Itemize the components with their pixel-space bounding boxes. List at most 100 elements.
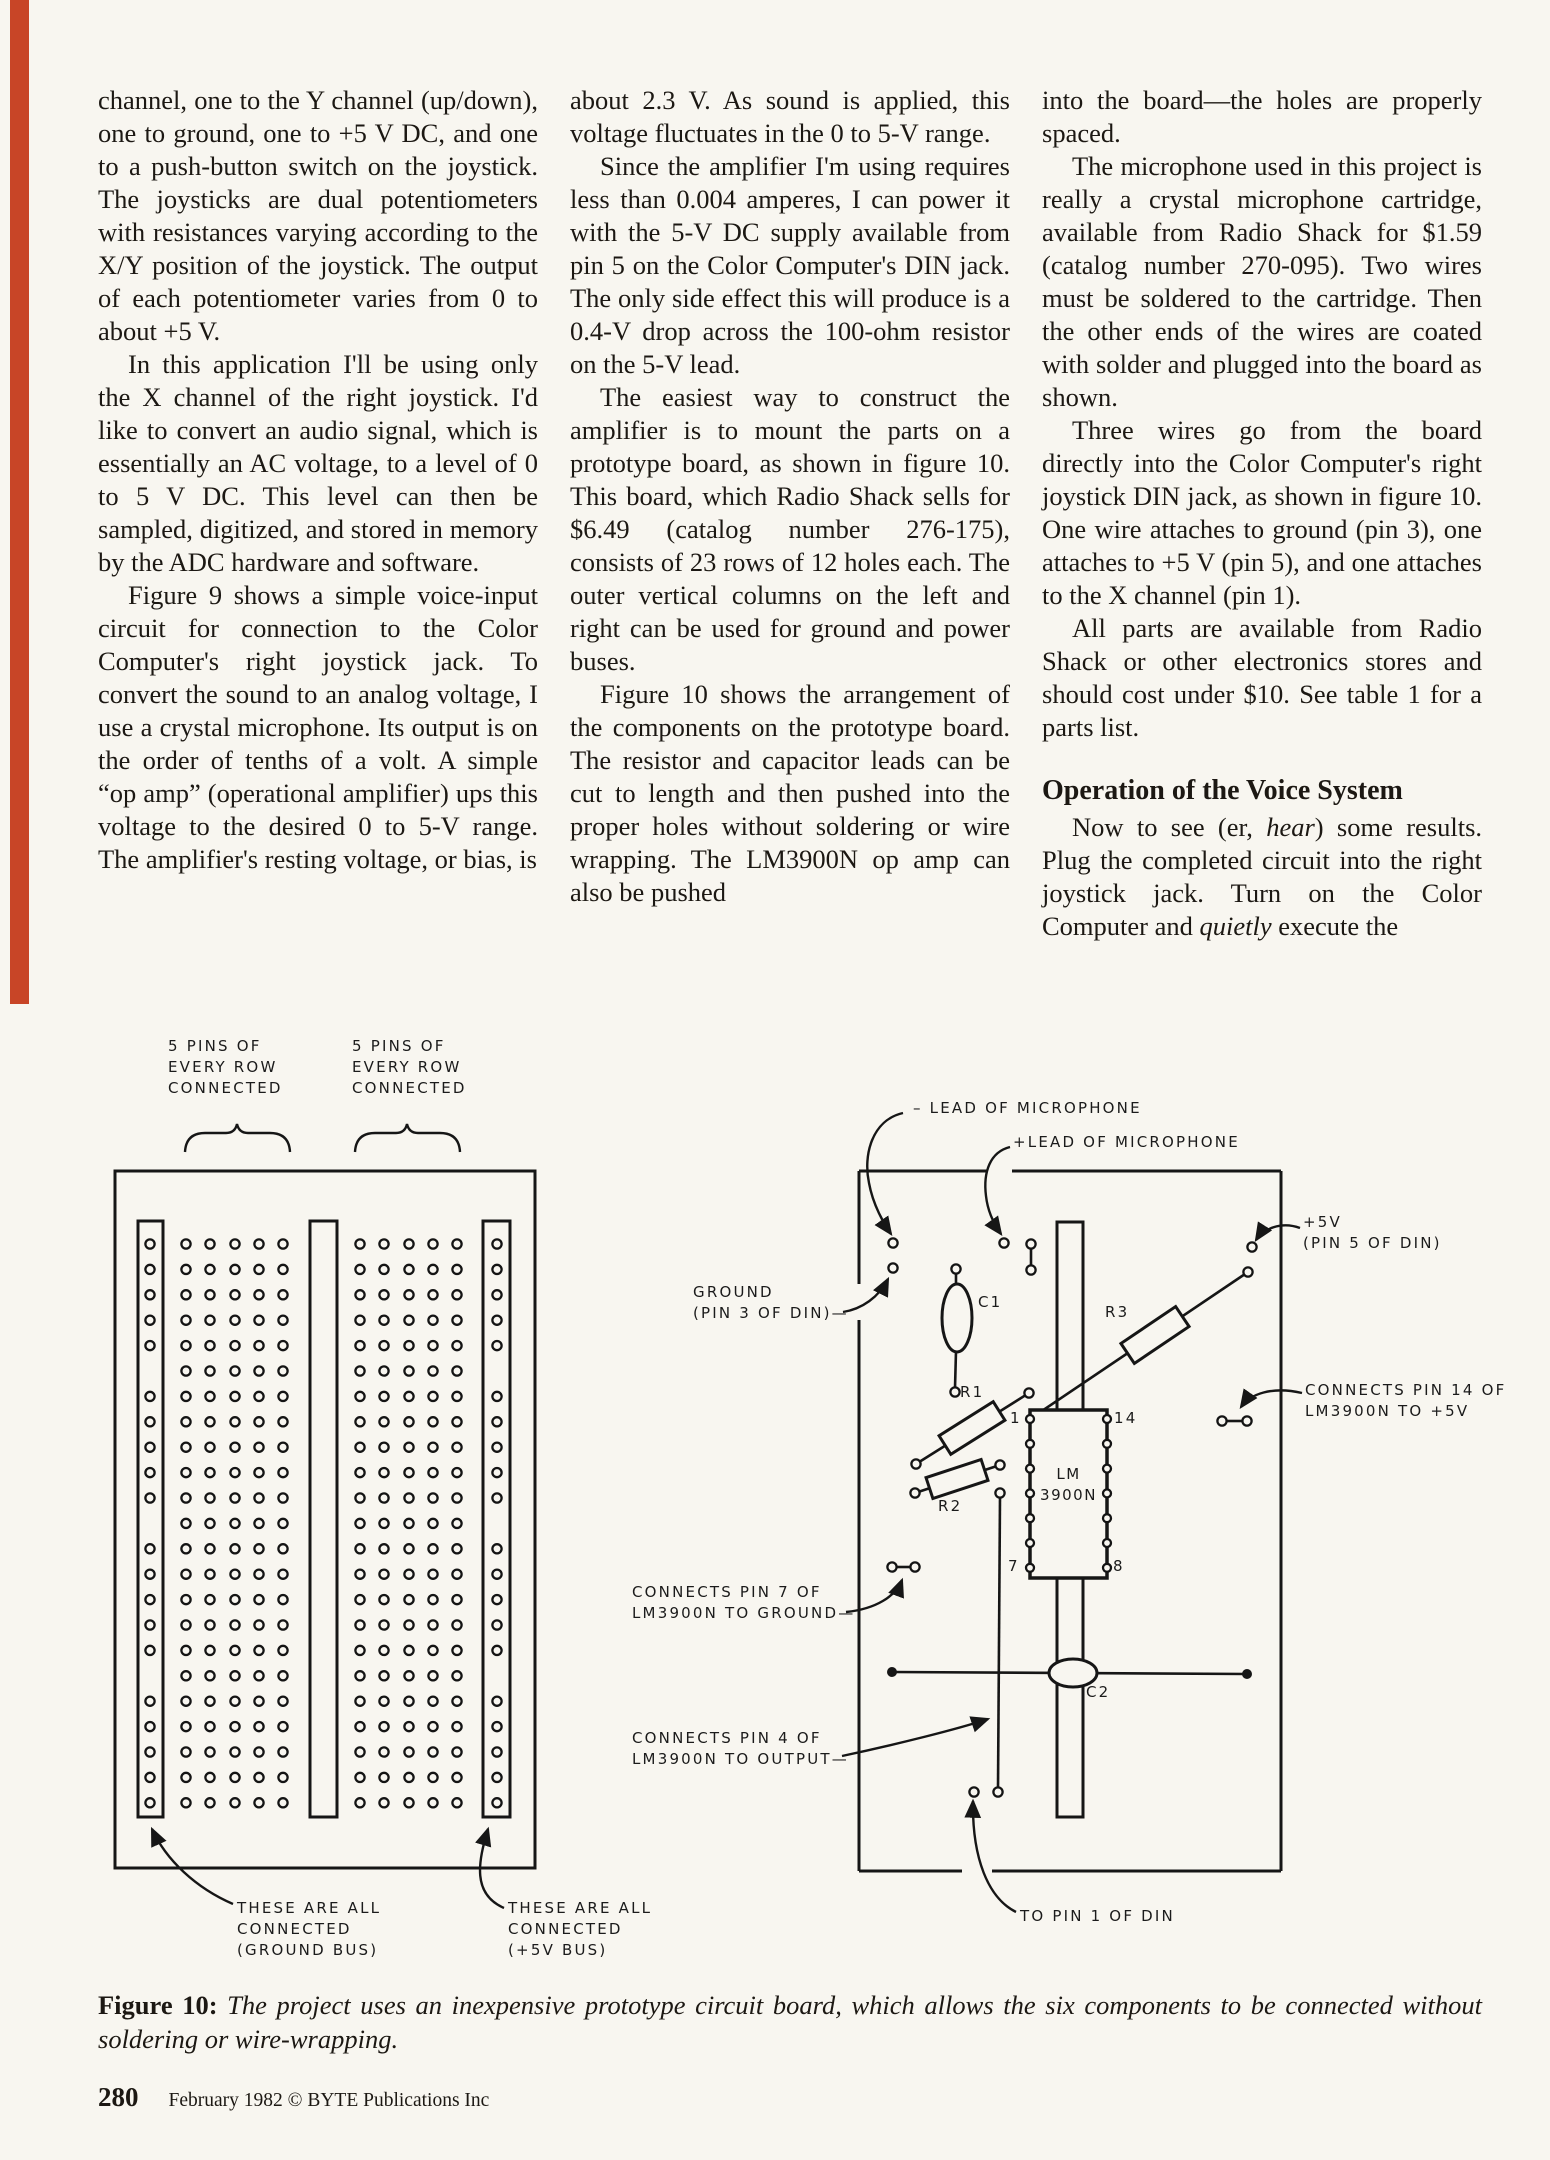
label-connects-pin14: CONNECTS PIN 14 OF LM3900N TO +5V	[1305, 1381, 1507, 1420]
hole	[144, 1263, 156, 1276]
hole	[277, 1543, 289, 1555]
hole	[354, 1492, 366, 1504]
article-body: channel, one to the Y channel (up/down),…	[98, 84, 1482, 943]
hole	[451, 1771, 463, 1784]
resistor-r1	[936, 1399, 1008, 1457]
hole	[229, 1314, 241, 1326]
hole	[491, 1314, 503, 1326]
hole	[277, 1644, 289, 1657]
hole	[451, 1339, 463, 1352]
hole	[451, 1746, 463, 1758]
hole	[1024, 1413, 1036, 1425]
hole	[451, 1314, 463, 1326]
hole	[378, 1746, 390, 1758]
hole	[204, 1720, 216, 1733]
hole	[886, 1561, 898, 1573]
hole	[354, 1466, 366, 1479]
hole	[427, 1797, 439, 1809]
hole	[378, 1517, 390, 1530]
hole	[229, 1517, 241, 1530]
hole	[229, 1670, 241, 1682]
hole	[403, 1517, 415, 1530]
hole	[1024, 1438, 1036, 1449]
label-c1: C1	[978, 1293, 1003, 1311]
hole	[354, 1263, 366, 1276]
hole	[378, 1543, 390, 1555]
hole	[277, 1492, 289, 1504]
hole	[354, 1339, 366, 1352]
hole	[229, 1746, 241, 1758]
hole	[950, 1263, 962, 1275]
hole	[180, 1543, 192, 1555]
paragraph: channel, one to the Y channel (up/down),…	[98, 85, 538, 346]
hole	[253, 1568, 265, 1580]
hole	[180, 1720, 192, 1733]
circuit-board-outline	[857, 1169, 1283, 1873]
hole	[144, 1492, 156, 1504]
hole	[451, 1720, 463, 1733]
hole	[253, 1263, 265, 1276]
hole	[354, 1365, 366, 1377]
hole	[451, 1568, 463, 1580]
hole	[427, 1644, 439, 1657]
hole	[491, 1416, 503, 1428]
label-plus-lead: +LEAD OF MICROPHONE	[1013, 1133, 1240, 1151]
hole	[204, 1416, 216, 1428]
hole	[427, 1238, 439, 1250]
hole	[994, 1459, 1006, 1471]
hole	[204, 1517, 216, 1530]
hole	[204, 1441, 216, 1453]
hole	[451, 1695, 463, 1707]
hole	[1024, 1562, 1036, 1573]
hole	[1101, 1537, 1113, 1549]
hole	[427, 1365, 439, 1377]
paragraph: into the board—the holes are properly sp…	[1042, 85, 1482, 148]
hole	[909, 1561, 921, 1573]
hole	[378, 1593, 390, 1606]
hole	[144, 1466, 156, 1479]
label-ground-bus: THESE ARE ALL CONNECTED (GROUND BUS)	[237, 1899, 382, 1959]
hole	[491, 1593, 503, 1606]
hole	[491, 1543, 503, 1555]
hole	[277, 1238, 289, 1250]
hole	[491, 1720, 503, 1733]
paragraph: about 2.3 V. As sound is applied, this v…	[570, 85, 1010, 148]
hole	[378, 1263, 390, 1276]
hole	[354, 1441, 366, 1453]
hole	[253, 1593, 265, 1606]
hole	[180, 1619, 192, 1631]
hole	[204, 1619, 216, 1631]
hole	[451, 1517, 463, 1530]
label-ic-pin8: 8	[1113, 1557, 1125, 1575]
hole	[180, 1797, 192, 1809]
page-edge-color-bar	[10, 0, 29, 1004]
hole	[229, 1797, 241, 1809]
hole	[253, 1771, 265, 1784]
paragraph: Three wires go from the board directly i…	[1042, 415, 1482, 610]
hole	[403, 1339, 415, 1352]
hole	[253, 1365, 265, 1377]
paragraph: Figure 9 shows a simple voice-input circ…	[98, 580, 538, 874]
hole	[354, 1416, 366, 1428]
hole	[204, 1314, 216, 1326]
hole	[378, 1492, 390, 1504]
hole	[491, 1339, 503, 1352]
hole	[277, 1771, 289, 1784]
hole	[427, 1466, 439, 1479]
label-plus5-pin5: +5V (PIN 5 OF DIN)	[1303, 1213, 1442, 1252]
hole	[180, 1289, 192, 1301]
hole	[277, 1289, 289, 1301]
hole	[144, 1644, 156, 1657]
hole	[277, 1339, 289, 1352]
hole	[427, 1492, 439, 1504]
hole	[427, 1695, 439, 1707]
hole	[1023, 1387, 1035, 1399]
circuit-board-holes	[886, 1237, 1258, 1798]
hole	[1101, 1413, 1113, 1425]
hole	[427, 1619, 439, 1631]
hole	[253, 1695, 265, 1707]
hole	[451, 1441, 463, 1453]
hole	[403, 1619, 415, 1631]
label-connects-pin4: CONNECTS PIN 4 OF LM3900N TO OUTPUT—	[632, 1729, 849, 1768]
hole	[253, 1441, 265, 1453]
